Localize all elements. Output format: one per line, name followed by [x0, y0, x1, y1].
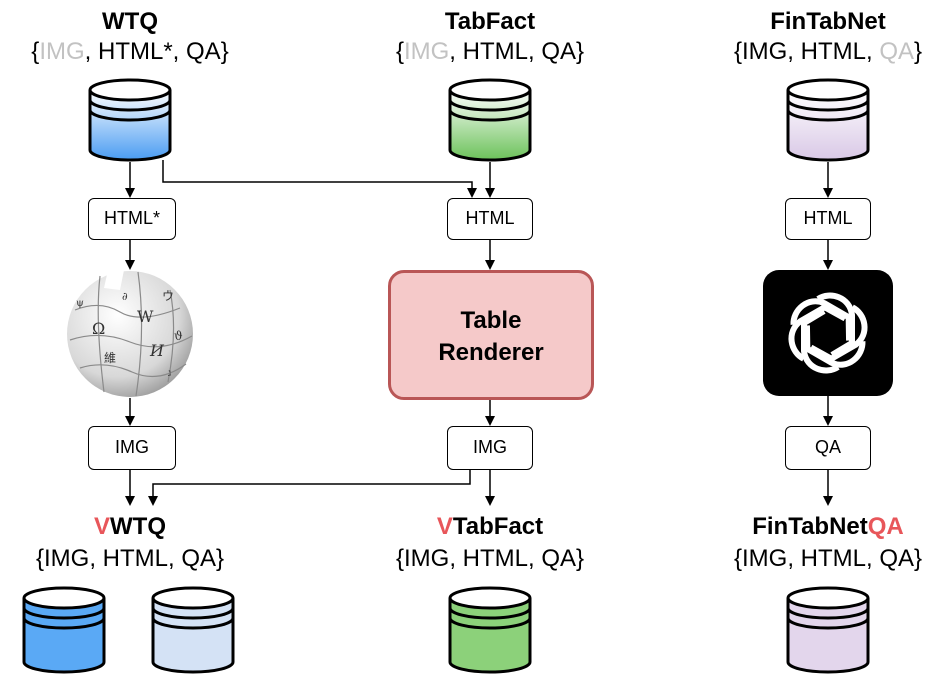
vwtq-title: VWTQ [0, 513, 260, 541]
svg-text:ψ: ψ [76, 298, 84, 309]
wtq-database-icon [88, 78, 172, 162]
tabfact-database-icon [448, 78, 532, 162]
svg-text:ϑ: ϑ [174, 329, 183, 343]
tabfact-sep1: , [449, 38, 463, 65]
vtabfact-fields: {IMG, HTML, QA} [395, 545, 585, 572]
tabfact-html-step-box: HTML [447, 198, 533, 240]
vwtq-title-rest: WTQ [110, 513, 166, 540]
wtq-field-qa: QA [186, 38, 221, 65]
vwtq-title-prefix: V [94, 513, 111, 540]
svg-text:維: 維 [104, 351, 116, 365]
vtabfact-title: VTabFact [360, 513, 620, 541]
tabfact-img-step-box: IMG [447, 426, 533, 470]
fintabnetqa-title-rest: FinTabNet [752, 513, 868, 540]
wtq-field-html: HTML* [97, 38, 173, 65]
svg-text:Ω: Ω [92, 319, 105, 338]
wtq-field-img: IMG [39, 38, 85, 65]
wtq-sep1: , [84, 38, 98, 65]
svg-text:W: W [137, 307, 154, 326]
openai-logo-icon [763, 270, 893, 396]
tabfact-field-qa: QA [541, 38, 577, 65]
brace-open: { [31, 38, 40, 65]
fintabnetqa-title-suffix: QA [867, 513, 904, 540]
brace-close: } [220, 38, 229, 65]
fintabnet-sep1: , [787, 38, 801, 65]
brace-close: } [914, 38, 923, 65]
wtq-html-step-box: HTML* [88, 198, 176, 240]
svg-text:∂: ∂ [122, 290, 128, 303]
fintabnet-qa-step-box: QA [785, 426, 871, 470]
wtq-sep2: , [172, 38, 186, 65]
svg-text:ウ: ウ [162, 289, 174, 303]
fintabnet-field-img: IMG [741, 38, 788, 65]
vwtq-database-icon [22, 586, 106, 674]
fintabnet-title: FinTabNet [770, 8, 886, 35]
brace-open: { [733, 38, 742, 65]
vtabfact-title-rest: TabFact [452, 513, 544, 540]
fintabnet-sep2: , [865, 38, 880, 65]
brace-close: } [576, 38, 585, 65]
svg-text:И: И [149, 341, 165, 360]
vwtq-light-database-icon [151, 586, 235, 674]
brace-open: { [395, 38, 404, 65]
tabfact-field-img: IMG [403, 38, 450, 65]
fintabnet-field-qa: QA [879, 38, 915, 65]
tabfact-sep2: , [527, 38, 542, 65]
vwtq-fields: {IMG, HTML, QA} [35, 545, 225, 572]
wtq-flow-arrows [125, 160, 477, 506]
tabfact-title: TabFact [444, 8, 536, 35]
vtabfact-database-icon [448, 586, 532, 674]
fintabnet-fields: {IMG, HTML, QA} [678, 38, 946, 66]
wtq-fields: {IMG, HTML*, QA} [0, 38, 280, 66]
fintabnetqa-title: FinTabNetQA [698, 513, 946, 541]
wikipedia-globe-icon: Ω W И 維 ウ ψ ∂ ϑ ג [67, 270, 193, 397]
tabfact-fields: {IMG, HTML, QA} [340, 38, 640, 66]
fintabnet-database-icon [786, 78, 870, 162]
fintabnetqa-database-icon [786, 586, 870, 674]
tabfact-field-html: HTML [462, 38, 528, 65]
vtabfact-title-prefix: V [436, 513, 453, 540]
fintabnetqa-fields: {IMG, HTML, QA} [733, 545, 923, 572]
table-renderer-line2: Renderer [438, 339, 544, 366]
table-renderer-box: Table Renderer [388, 270, 594, 400]
wtq-img-step-box: IMG [88, 426, 176, 470]
fintabnet-field-html: HTML [800, 38, 866, 65]
tabfact-flow-arrows [148, 162, 495, 506]
wtq-title: WTQ [102, 8, 158, 35]
fintabnet-html-step-box: HTML [785, 198, 871, 240]
table-renderer-line1: Table [460, 307, 522, 334]
svg-text:ג: ג [168, 368, 171, 379]
